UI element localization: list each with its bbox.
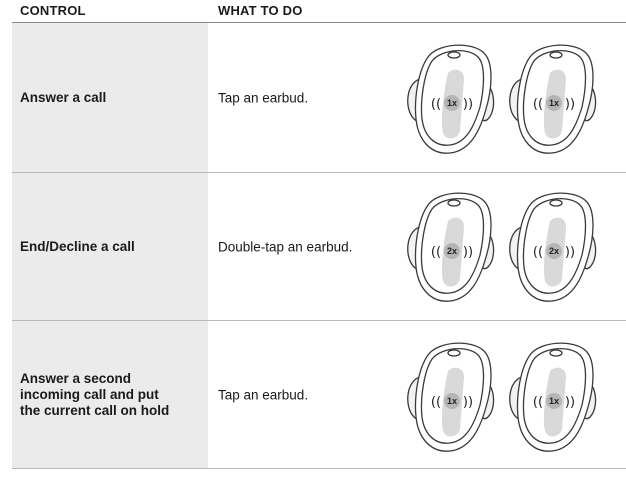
tap-wave-left: (( — [431, 245, 441, 260]
tap-wave-right: )) — [463, 245, 473, 260]
control-cell: Answer a second incoming call and put th… — [12, 321, 208, 468]
action-text: Tap an earbud. — [218, 387, 309, 402]
control-label: Answer a second incoming call and put th… — [20, 370, 170, 418]
tap-wave-right: )) — [463, 395, 473, 410]
tap-wave-right: )) — [565, 395, 575, 410]
table-header: CONTROL WHAT TO DO — [0, 0, 626, 22]
control-cell: Answer a call — [12, 23, 208, 172]
tap-wave-left: (( — [533, 245, 543, 260]
earbud-tap-icon: 2x (( )) — [509, 192, 597, 302]
tap-count-label: 1x — [549, 98, 559, 108]
control-cell: End/Decline a call — [12, 173, 208, 320]
earbud-illustration: 2x (( )) — [402, 187, 498, 310]
earbud-illustration: 1x (( )) — [402, 337, 498, 460]
table-row: Answer a second incoming call and put th… — [12, 321, 626, 468]
table-bottom-divider — [12, 468, 626, 469]
earbud-illustration: 2x (( )) — [504, 187, 600, 310]
earbud-illustration: 1x (( )) — [402, 39, 498, 162]
column-header-control: CONTROL — [20, 3, 86, 18]
earbud-illustration: 1x (( )) — [504, 337, 600, 460]
action-text: Double-tap an earbud. — [218, 239, 353, 254]
tap-count-label: 2x — [549, 246, 559, 256]
tap-wave-right: )) — [565, 97, 575, 112]
earbud-illustration: 1x (( )) — [504, 39, 600, 162]
row-divider — [12, 172, 626, 173]
tap-count-label: 1x — [447, 98, 457, 108]
tap-wave-left: (( — [431, 97, 441, 112]
control-label: End/Decline a call — [20, 238, 135, 254]
tap-count-label: 1x — [447, 396, 457, 406]
earbud-tap-icon: 1x (( )) — [509, 44, 597, 154]
row-divider — [12, 320, 626, 321]
action-text: Tap an earbud. — [218, 90, 309, 105]
tap-wave-left: (( — [533, 395, 543, 410]
table-row: End/Decline a call Double-tap an earbud. — [12, 173, 626, 320]
tap-wave-left: (( — [533, 97, 543, 112]
tap-count-label: 2x — [447, 246, 457, 256]
tap-wave-left: (( — [431, 395, 441, 410]
earbud-tap-icon: 1x (( )) — [407, 342, 495, 452]
tap-wave-right: )) — [463, 97, 473, 112]
tap-count-label: 1x — [549, 396, 559, 406]
earbud-tap-icon: 2x (( )) — [407, 192, 495, 302]
column-header-what-to-do: WHAT TO DO — [218, 3, 303, 18]
header-divider — [12, 22, 626, 23]
earbud-tap-icon: 1x (( )) — [509, 342, 597, 452]
control-label: Answer a call — [20, 89, 107, 105]
tap-wave-right: )) — [565, 245, 575, 260]
earbud-tap-icon: 1x (( )) — [407, 44, 495, 154]
table-row: Answer a call Tap an earbud. — [12, 23, 626, 172]
